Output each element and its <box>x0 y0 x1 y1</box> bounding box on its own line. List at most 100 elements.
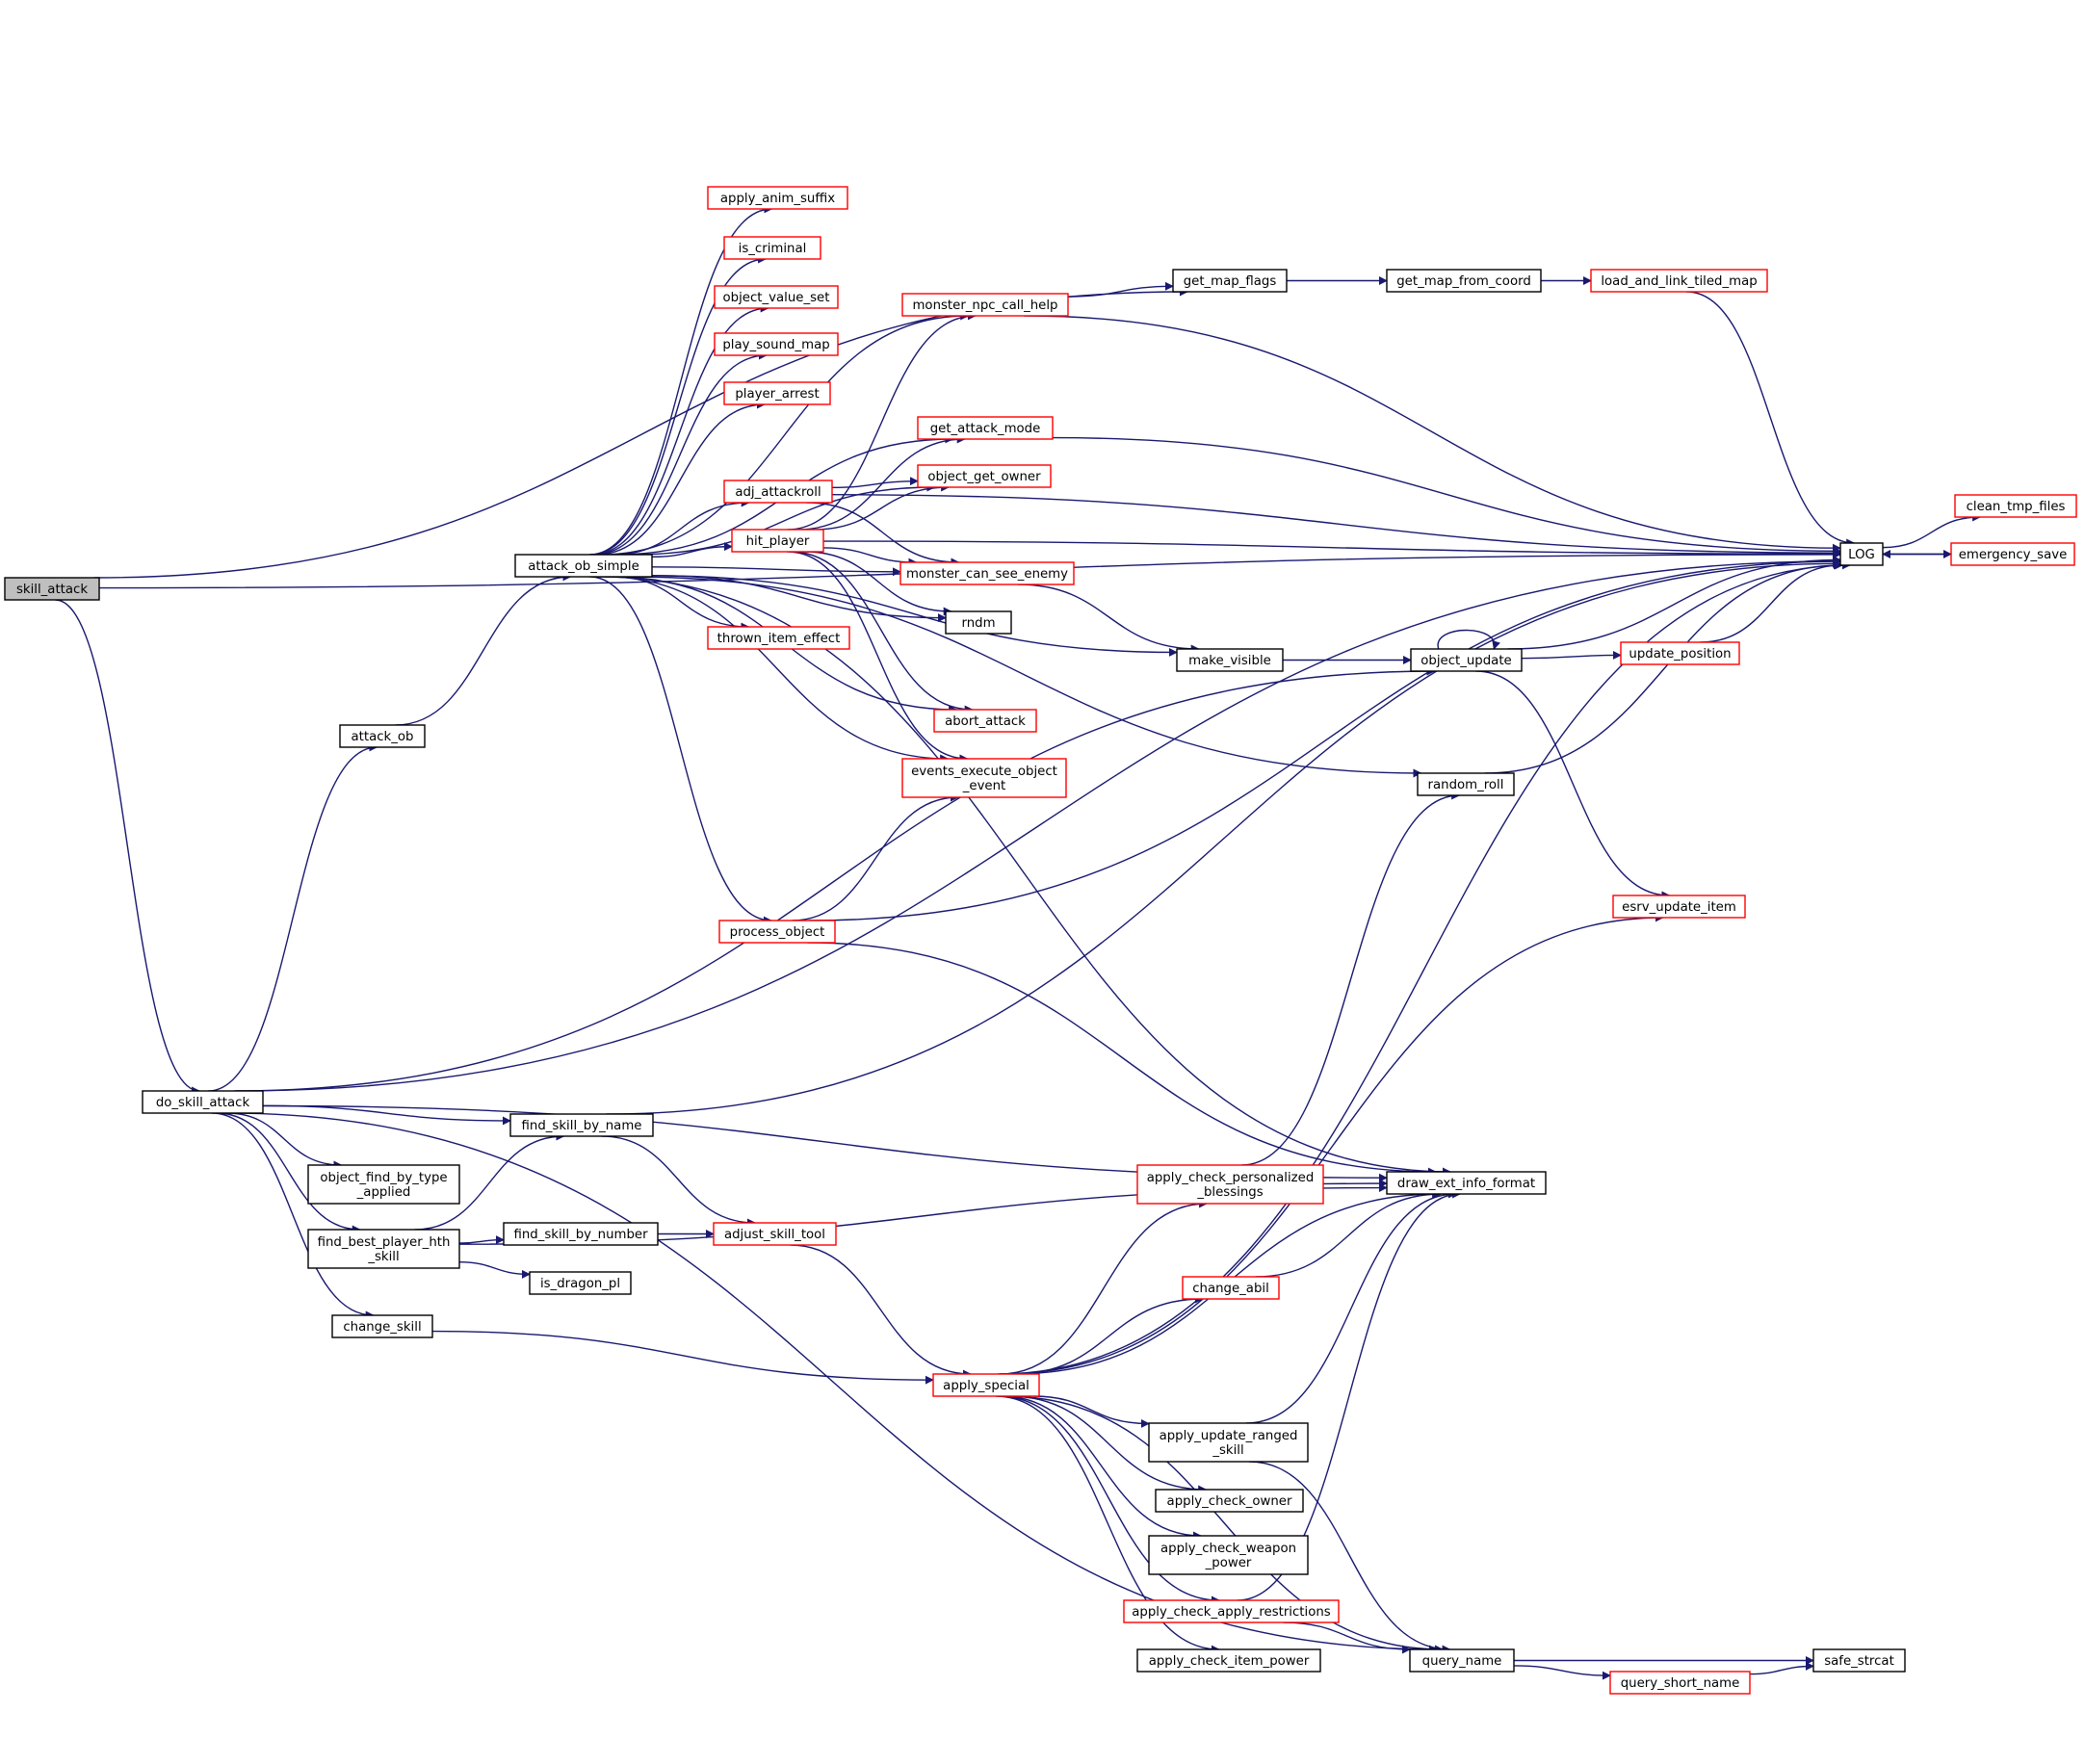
node-label: is_dragon_pl <box>540 1277 620 1291</box>
node-label: esrv_update_item <box>1622 900 1736 915</box>
edge-attack-ob-simple-to-make-visible <box>651 575 1178 657</box>
node-random-roll[interactable]: random_roll <box>1417 772 1515 796</box>
node-find-skill-by-number[interactable]: find_skill_by_number <box>503 1222 659 1246</box>
node-make-visible[interactable]: make_visible <box>1176 648 1284 672</box>
node-safe-strcat[interactable]: safe_strcat <box>1812 1648 1906 1673</box>
node-find-best-player-hth-skill[interactable]: find_best_player_hth_skill <box>307 1229 460 1269</box>
edge-find-best-player-hth-skill-to-find-skill-by-name <box>414 1131 565 1231</box>
edge-apply-special-to-apply-update-ranged-skill <box>1032 1395 1150 1428</box>
node-attack-ob[interactable]: attack_ob <box>339 724 426 748</box>
node-box <box>899 561 1075 585</box>
edge-do-skill-attack-to-object-update <box>234 666 1436 1092</box>
node-change-abil[interactable]: change_abil <box>1182 1276 1280 1300</box>
edge-skill-attack-to-do-skill-attack <box>55 599 201 1096</box>
node-box <box>731 529 824 553</box>
node-label: do_skill_attack <box>156 1096 250 1110</box>
node-query-name[interactable]: query_name <box>1409 1648 1515 1673</box>
node-box <box>945 610 1012 635</box>
node-play-sound-map[interactable]: play_sound_map <box>714 332 839 356</box>
node-label: _skill <box>367 1250 399 1264</box>
node-is-criminal[interactable]: is_criminal <box>723 236 821 260</box>
node-label: find_skill_by_number <box>513 1228 648 1242</box>
edge-apply-special-to-apply-check-personalized-blessings <box>999 1199 1209 1375</box>
node-events-execute-object-event[interactable]: events_execute_object_event <box>901 758 1067 798</box>
node-apply-check-apply-restrictions[interactable]: apply_check_apply_restrictions <box>1123 1599 1340 1623</box>
edge-monster-can-see-enemy-to-make-visible <box>1018 584 1200 654</box>
node-object-value-set[interactable]: object_value_set <box>714 285 839 309</box>
node-process-object[interactable]: process_object <box>718 920 836 944</box>
node-change-skill[interactable]: change_skill <box>331 1314 433 1338</box>
node-do-skill-attack[interactable]: do_skill_attack <box>142 1090 264 1114</box>
edge-adj-attackroll-to-LOG <box>831 494 1841 558</box>
node-box <box>1954 494 2077 518</box>
node-box <box>1136 1164 1324 1205</box>
node-label: LOG <box>1848 548 1875 562</box>
node-hit-player[interactable]: hit_player <box>731 529 824 553</box>
edge-find-skill-by-name-to-LOG <box>606 558 1841 1115</box>
node-rndm[interactable]: rndm <box>945 610 1012 635</box>
edge-do-skill-attack-to-find-best-player-hth-skill <box>216 1112 361 1234</box>
node-abort-attack[interactable]: abort_attack <box>933 709 1037 733</box>
edge-adjust-skill-tool-to-apply-special <box>790 1244 972 1379</box>
node-label: apply_anim_suffix <box>720 192 835 206</box>
node-emergency-save[interactable]: emergency_save <box>1950 542 2075 566</box>
node-label: apply_special <box>943 1379 1029 1393</box>
edge-apply-special-to-query-name <box>1004 1395 1445 1654</box>
node-object-update[interactable]: object_update <box>1410 648 1523 672</box>
node-box <box>917 416 1054 440</box>
node-label: apply_check_item_power <box>1149 1654 1310 1669</box>
edge-query-name-to-query-short-name <box>1513 1665 1611 1680</box>
node-esrv-update-item[interactable]: esrv_update_item <box>1612 895 1746 919</box>
node-attack-ob-simple[interactable]: attack_ob_simple <box>514 554 653 578</box>
edge-do-skill-attack-to-attack-ob <box>208 742 378 1092</box>
edge-attack-ob-simple-to-is-criminal <box>589 254 768 556</box>
edge-hit-player-to-LOG <box>822 540 1841 558</box>
node-apply-special[interactable]: apply_special <box>932 1373 1040 1397</box>
node-label: get_map_flags <box>1184 274 1277 289</box>
node-label: object_update <box>1420 654 1511 668</box>
node-box <box>1417 772 1515 796</box>
node-apply-anim-suffix[interactable]: apply_anim_suffix <box>707 186 848 210</box>
node-thrown-item-effect[interactable]: thrown_item_effect <box>707 626 850 650</box>
node-get-map-from-coord[interactable]: get_map_from_coord <box>1386 269 1542 293</box>
node-box <box>307 1229 460 1269</box>
node-clean-tmp-files[interactable]: clean_tmp_files <box>1954 494 2077 518</box>
node-player-arrest[interactable]: player_arrest <box>723 381 831 405</box>
node-LOG[interactable]: LOG <box>1839 542 1884 566</box>
node-apply-check-personalized-blessings[interactable]: apply_check_personalized_blessings <box>1136 1164 1324 1205</box>
node-label: adjust_skill_tool <box>724 1228 825 1242</box>
edge-process-object-to-draw-ext-info-format <box>807 942 1437 1177</box>
node-label: rndm <box>961 616 995 631</box>
node-apply-check-owner[interactable]: apply_check_owner <box>1155 1489 1304 1513</box>
node-box <box>1410 648 1523 672</box>
node-box <box>142 1090 264 1114</box>
edge-process-object-to-LOG <box>809 557 1841 921</box>
node-label: thrown_item_effect <box>717 632 841 646</box>
node-box <box>1590 269 1768 293</box>
node-load-and-link-tiled-map[interactable]: load_and_link_tiled_map <box>1590 269 1768 293</box>
node-apply-check-item-power[interactable]: apply_check_item_power <box>1136 1648 1321 1673</box>
node-monster-npc-call-help[interactable]: monster_npc_call_help <box>901 293 1069 317</box>
edge-load-and-link-tiled-map-to-LOG <box>1686 291 1856 548</box>
node-apply-check-weapon-power[interactable]: apply_check_weapon_power <box>1148 1535 1309 1575</box>
node-is-dragon-pl[interactable]: is_dragon_pl <box>529 1271 632 1295</box>
node-object-find-by-type-applied[interactable]: object_find_by_type_applied <box>307 1164 460 1205</box>
node-monster-can-see-enemy[interactable]: monster_can_see_enemy <box>899 561 1075 585</box>
node-adj-attackroll[interactable]: adj_attackroll <box>723 480 833 504</box>
node-adjust-skill-tool[interactable]: adjust_skill_tool <box>713 1222 837 1246</box>
edge-attack-ob-simple-to-object-get-owner <box>633 482 936 556</box>
node-draw-ext-info-format[interactable]: draw_ext_info_format <box>1386 1171 1547 1195</box>
node-skill-attack[interactable]: skill_attack <box>4 577 100 601</box>
node-get-map-flags[interactable]: get_map_flags <box>1172 269 1288 293</box>
node-apply-update-ranged-skill[interactable]: apply_update_ranged_skill <box>1148 1422 1309 1463</box>
edge-apply-check-apply-restrictions-to-query-name <box>1283 1621 1411 1654</box>
node-update-position[interactable]: update_position <box>1620 641 1740 665</box>
node-query-short-name[interactable]: query_short_name <box>1609 1671 1751 1695</box>
edge-object-update-to-esrv-update-item <box>1475 670 1671 900</box>
node-label: draw_ext_info_format <box>1397 1177 1535 1191</box>
node-object-get-owner[interactable]: object_get_owner <box>917 464 1052 488</box>
node-get-attack-mode[interactable]: get_attack_mode <box>917 416 1054 440</box>
node-box <box>331 1314 433 1338</box>
edge-apply-check-personalized-blessings-to-random-roll <box>1241 791 1461 1166</box>
node-find-skill-by-name[interactable]: find_skill_by_name <box>509 1113 654 1137</box>
